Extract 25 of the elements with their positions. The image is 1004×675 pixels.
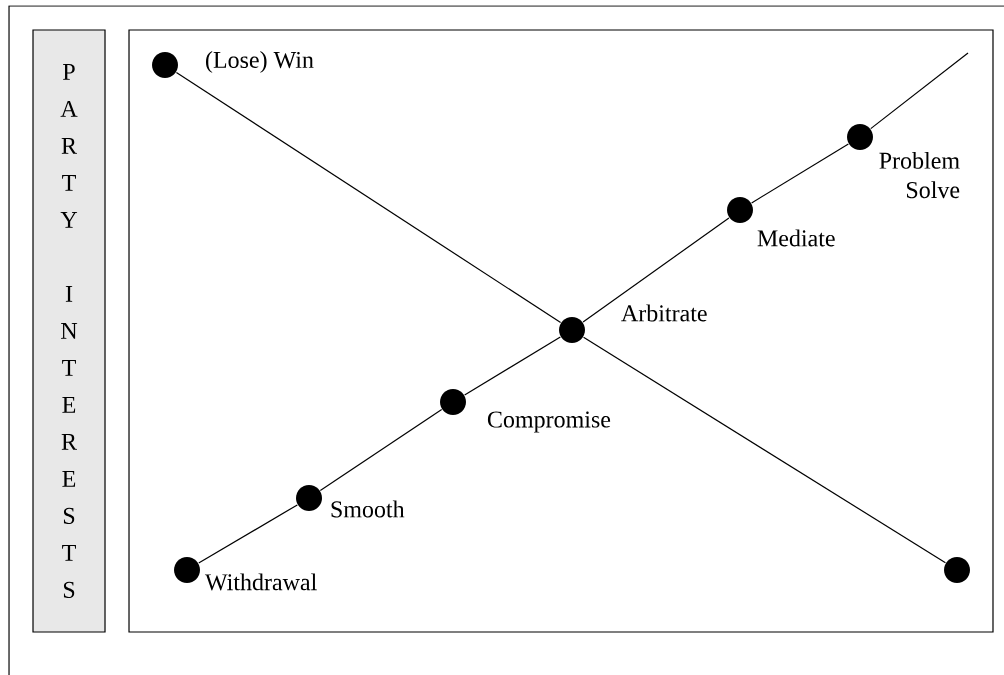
point-label: Withdrawal: [204, 573, 317, 591]
point-label: Compromise: [487, 411, 611, 433]
point-label: Mediate: [757, 229, 835, 247]
point-label: Smooth: [331, 500, 405, 518]
point-label: Arbitrate: [621, 304, 707, 322]
point-dot: [944, 557, 970, 583]
point-dot: [559, 317, 585, 343]
line: [175, 71, 562, 324]
plot-frame: [128, 29, 994, 633]
line: [198, 504, 298, 564]
point-dot: [296, 485, 322, 511]
line: [751, 143, 849, 204]
line: [464, 336, 561, 396]
point-label: (Lose) Win: [206, 51, 314, 73]
line: [582, 217, 730, 323]
side-label-box: PARTY INTERESTS: [32, 29, 106, 633]
point-dot: [152, 52, 178, 78]
line: [582, 336, 947, 564]
line: [319, 408, 443, 492]
point-dot: [174, 557, 200, 583]
point-dot: [440, 389, 466, 415]
line: [870, 52, 969, 130]
point-label: Problem Solve: [879, 151, 960, 199]
point-dot: [847, 124, 873, 150]
point-dot: [727, 197, 753, 223]
